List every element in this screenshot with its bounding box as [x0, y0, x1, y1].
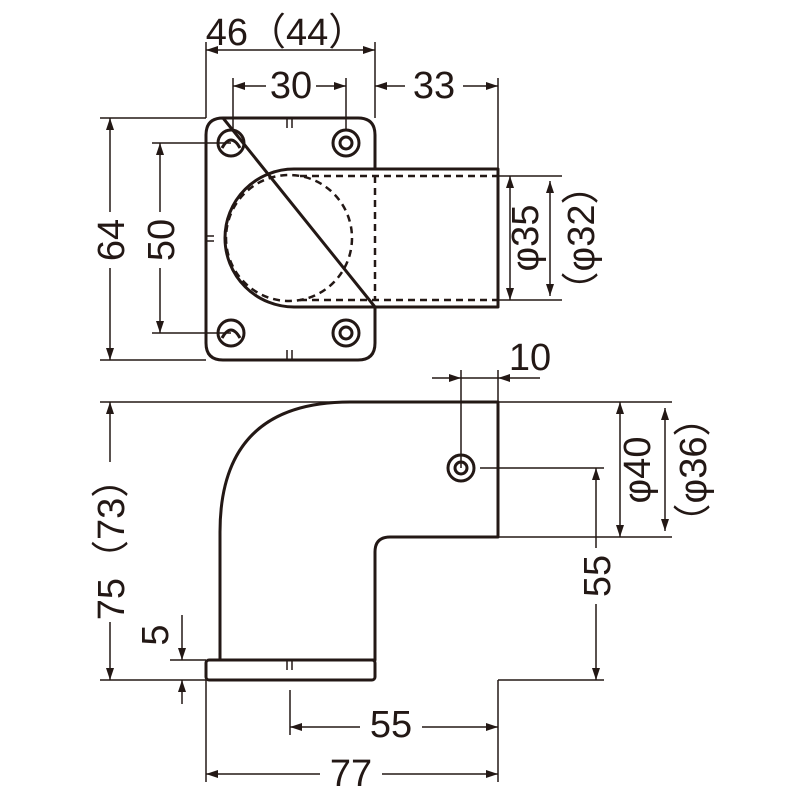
base-flange — [204, 658, 377, 682]
dim-side-height: 75（73） — [91, 460, 133, 621]
side-dimensions: 10 75（73） φ40 （φ36） 55 5 — [91, 337, 715, 795]
center-ticks — [206, 118, 293, 360]
dim-screw-offset: 10 — [509, 337, 551, 379]
dim-pipe-dia: φ40 — [617, 437, 659, 504]
dim-inner-dia: （φ32） — [561, 167, 603, 310]
dim-top-width: 46（44） — [206, 12, 367, 54]
dim-base-thickness: 5 — [135, 624, 177, 645]
dim-center-offset: 55 — [370, 704, 412, 746]
dim-center-height: 55 — [577, 555, 619, 597]
top-dimensions: 46（44） 30 33 64 50 — [91, 12, 603, 361]
dim-hole-pitch-y: 50 — [141, 219, 183, 261]
screw-hole-br — [331, 318, 361, 348]
side-view — [204, 400, 500, 682]
top-view — [204, 116, 500, 362]
flange-plate — [204, 116, 377, 362]
dim-height: 64 — [91, 219, 133, 261]
dim-outer-dia: φ35 — [505, 205, 547, 272]
hidden-bore — [224, 173, 354, 303]
dim-base-length: 77 — [330, 753, 372, 795]
dim-arm-length: 33 — [413, 65, 455, 107]
elbow-body — [218, 400, 500, 662]
arm-outline — [223, 167, 500, 309]
dim-hole-pitch-x: 30 — [270, 65, 312, 107]
dim-pipe-inner: （φ36） — [673, 399, 715, 542]
screw-hole-tr — [331, 128, 361, 158]
